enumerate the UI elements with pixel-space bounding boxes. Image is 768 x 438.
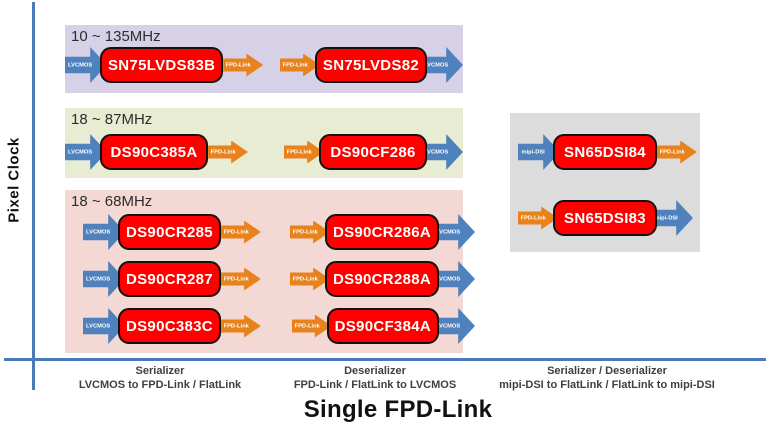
band-18-68mhz: 18 ~ 68MHz LVCMOS DS90CR285 FPD-Link FPD… (65, 190, 475, 353)
arrow-label: FPD-Link (520, 215, 546, 221)
serializer-chip: SN75LVDS83B (100, 47, 224, 83)
lvcmos-out-arrow-icon: LVCMOS (421, 47, 463, 83)
fpd-link-in-arrow-icon: FPD-Link (284, 140, 324, 164)
x-axis-line (4, 358, 766, 361)
arrow-label: LVCMOS (424, 149, 449, 155)
arrow-label: FPD-Link (659, 149, 685, 155)
mipi-dsi-out-arrow-icon: mipi-DSI (651, 200, 693, 236)
arrow-label: FPD-Link (223, 229, 249, 235)
deserializer-chip: DS90CR288A (324, 261, 439, 297)
mipi-dsi-panel: mipi-DSI SN65DSI84 FPD-Link FPD-Link SN6… (510, 113, 700, 252)
chip-link-row: LVCMOS SN75LVDS83B FPD-Link FPD-Link SN7… (65, 47, 463, 83)
fpd-link-in-arrow-icon: FPD-Link (289, 220, 330, 244)
arrow-label: LVCMOS (436, 229, 461, 235)
arrow-label: LVCMOS (86, 276, 111, 282)
arrow-label: LVCMOS (436, 276, 461, 282)
fpd-link-out-arrow-icon: FPD-Link (220, 220, 261, 244)
lvcmos-out-arrow-icon: LVCMOS (421, 134, 463, 170)
y-axis-line (32, 2, 35, 390)
deserializer-chip: DS90CR286A (324, 214, 439, 250)
serializer-chip: DS90CR285 (118, 214, 221, 250)
fpd-link-in-arrow-icon: FPD-Link (518, 206, 558, 230)
chip-link-row: LVCMOS DS90C383C FPD-Link FPD-Link DS90C… (65, 308, 475, 344)
arrow-label: FPD-Link (223, 323, 249, 329)
lvcmos-out-arrow-icon: LVCMOS (433, 261, 475, 297)
lvcmos-out-arrow-icon: LVCMOS (433, 308, 475, 344)
deserializer-chip: DS90CF286 (319, 134, 427, 170)
arrow-label: FPD-Link (223, 276, 249, 282)
serializer-chip: DS90CR287 (118, 261, 221, 297)
category-title: Deserializer (344, 365, 406, 377)
arrow-label: LVCMOS (86, 229, 111, 235)
chip-link-row: FPD-Link SN65DSI83 mipi-DSI (518, 200, 700, 236)
fpd-link-out-arrow-icon: FPD-Link (220, 267, 261, 291)
deserializer-chip: SN65DSI83 (553, 200, 657, 236)
freq-range-label: 10 ~ 135MHz (71, 28, 161, 45)
category-deserializer: Deserializer FPD-Link / FlatLink to LVCM… (245, 364, 505, 393)
lvcmos-out-arrow-icon: LVCMOS (433, 214, 475, 250)
serializer-chip: DS90C383C (118, 308, 221, 344)
fpd-link-in-arrow-icon: FPD-Link (279, 53, 320, 77)
chip-link-row: LVCMOS DS90CR285 FPD-Link FPD-Link DS90C… (65, 214, 475, 250)
fpd-link-in-arrow-icon: FPD-Link (289, 267, 330, 291)
arrow-label: LVCMOS (86, 323, 111, 329)
deserializer-chip: SN75LVDS82 (314, 47, 427, 83)
category-subtitle: mipi-DSI to FlatLink / FlatLink to mipi-… (499, 379, 715, 392)
category-subtitle: FPD-Link / FlatLink to LVCMOS (293, 379, 457, 392)
category-serializer-deserializer: Serializer / Deserializer mipi-DSI to Fl… (450, 364, 764, 393)
fpd-link-out-arrow-icon: FPD-Link (220, 314, 261, 338)
chip-link-row: LVCMOS DS90CR287 FPD-Link FPD-Link DS90C… (65, 261, 475, 297)
freq-range-label: 18 ~ 68MHz (71, 193, 153, 210)
arrow-label: LVCMOS (424, 62, 449, 68)
chip-link-row: LVCMOS DS90C385A FPD-Link FPD-Link DS90C… (65, 134, 463, 170)
fpd-link-in-arrow-icon: FPD-Link (291, 314, 332, 338)
arrow-label: mipi-DSI (654, 215, 678, 221)
arrow-label: LVCMOS (436, 323, 461, 329)
fpd-link-out-arrow-icon: FPD-Link (223, 53, 264, 77)
chip-link-row: mipi-DSI SN65DSI84 FPD-Link (518, 134, 700, 170)
category-subtitle: LVCMOS to FPD-Link / FlatLink (78, 379, 242, 392)
serializer-chip: DS90C385A (100, 134, 208, 170)
category-serializer: Serializer LVCMOS to FPD-Link / FlatLink (30, 364, 290, 393)
fpd-link-out-arrow-icon: FPD-Link (657, 140, 697, 164)
category-title: Serializer / Deserializer (547, 365, 667, 377)
arrow-label: FPD-Link (286, 149, 312, 155)
arrow-label: FPD-Link (210, 149, 236, 155)
diagram-title: Single FPD-Link (303, 396, 493, 423)
arrow-label: mipi-DSI (521, 149, 545, 155)
arrow-label: FPD-Link (292, 229, 318, 235)
fpd-link-out-arrow-icon: FPD-Link (208, 140, 248, 164)
serializer-chip: SN65DSI84 (553, 134, 657, 170)
arrow-label: FPD-Link (292, 276, 318, 282)
freq-range-label: 18 ~ 87MHz (71, 111, 153, 128)
deserializer-chip: DS90CF384A (326, 308, 439, 344)
arrow-label: LVCMOS (68, 149, 93, 155)
category-title: Serializer (135, 365, 185, 377)
arrow-label: FPD-Link (225, 62, 252, 68)
y-axis-label: Pixel Clock (5, 137, 23, 223)
band-18-87mhz: 18 ~ 87MHz LVCMOS DS90C385A FPD-Link FPD… (65, 108, 463, 178)
arrow-label: FPD-Link (294, 323, 320, 329)
arrow-label: FPD-Link (282, 62, 308, 68)
arrow-label: LVCMOS (68, 62, 93, 68)
band-10-135mhz: 10 ~ 135MHz LVCMOS SN75LVDS83B FPD-Link … (65, 25, 463, 93)
